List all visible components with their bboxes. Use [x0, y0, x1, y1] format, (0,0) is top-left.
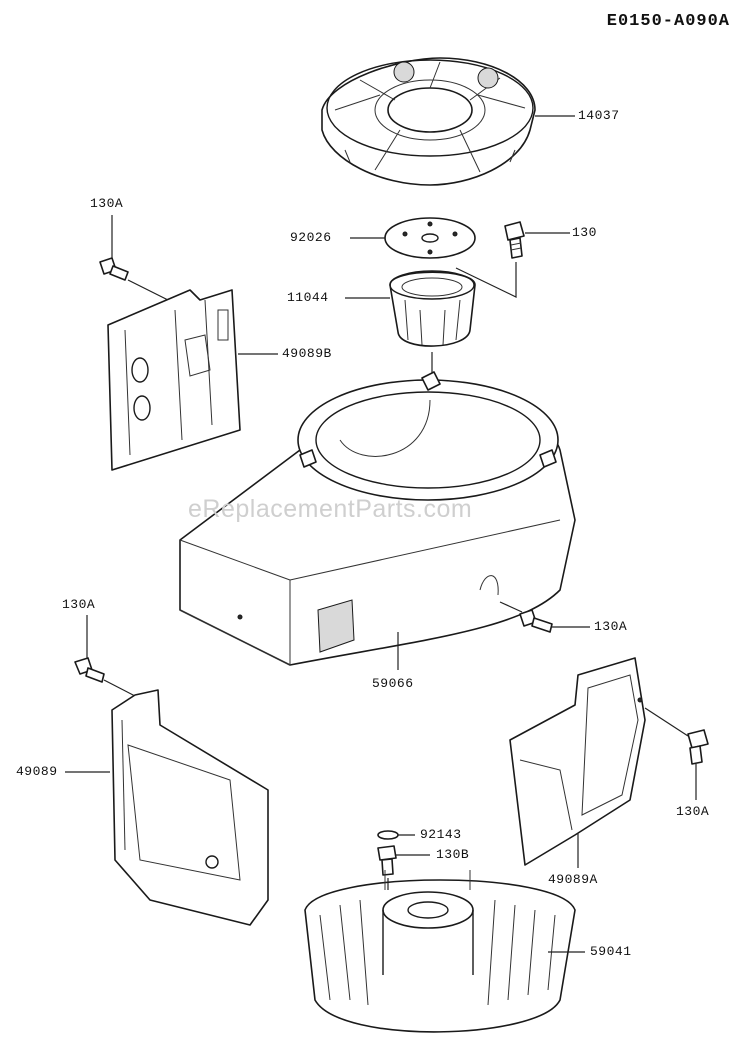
fan-housing-59066 [179, 371, 576, 666]
callout-49089B: 49089B [282, 346, 332, 361]
diagram-code: E0150-A090A [606, 12, 730, 31]
callout-130B: 130B [436, 847, 470, 862]
bracket-49089B [107, 289, 241, 471]
callout-11044: 11044 [287, 290, 329, 305]
leader-130A-right-1 [644, 707, 689, 737]
callout-130: 130 [572, 225, 597, 240]
bolt-130B [377, 845, 397, 876]
bolt-130A-lower-left [74, 657, 105, 683]
bracket-49089A [509, 657, 646, 866]
fan-screen-14037 [321, 57, 536, 186]
watermark: eReplacementParts.com [188, 495, 473, 523]
callout-59066: 59066 [372, 676, 414, 691]
callout-130A-lower-left: 130A [62, 597, 96, 612]
callout-130A-middle: 130A [594, 619, 628, 634]
callout-92026: 92026 [290, 230, 332, 245]
plate-92026 [384, 217, 476, 259]
callout-130A-right: 130A [676, 804, 710, 819]
bolt-130A-upper-left [99, 257, 129, 281]
bracket-49089 [111, 689, 269, 926]
leader-130-link [455, 262, 517, 298]
cup-11044 [389, 270, 476, 347]
flywheel-59041 [304, 870, 576, 1033]
bolt-130A-right [687, 729, 709, 765]
callout-92143: 92143 [420, 827, 462, 842]
washer-92143 [377, 830, 399, 840]
callout-130A-upper-left: 130A [90, 196, 124, 211]
callout-14037: 14037 [578, 108, 620, 123]
leader-130A-middle-1 [499, 601, 523, 613]
callout-59041: 59041 [590, 944, 632, 959]
bolt-130 [504, 221, 525, 259]
callout-49089: 49089 [16, 764, 58, 779]
leader-130A-lower-left-2 [103, 679, 136, 697]
bolt-130A-middle [519, 609, 553, 633]
callout-49089A: 49089A [548, 872, 598, 887]
